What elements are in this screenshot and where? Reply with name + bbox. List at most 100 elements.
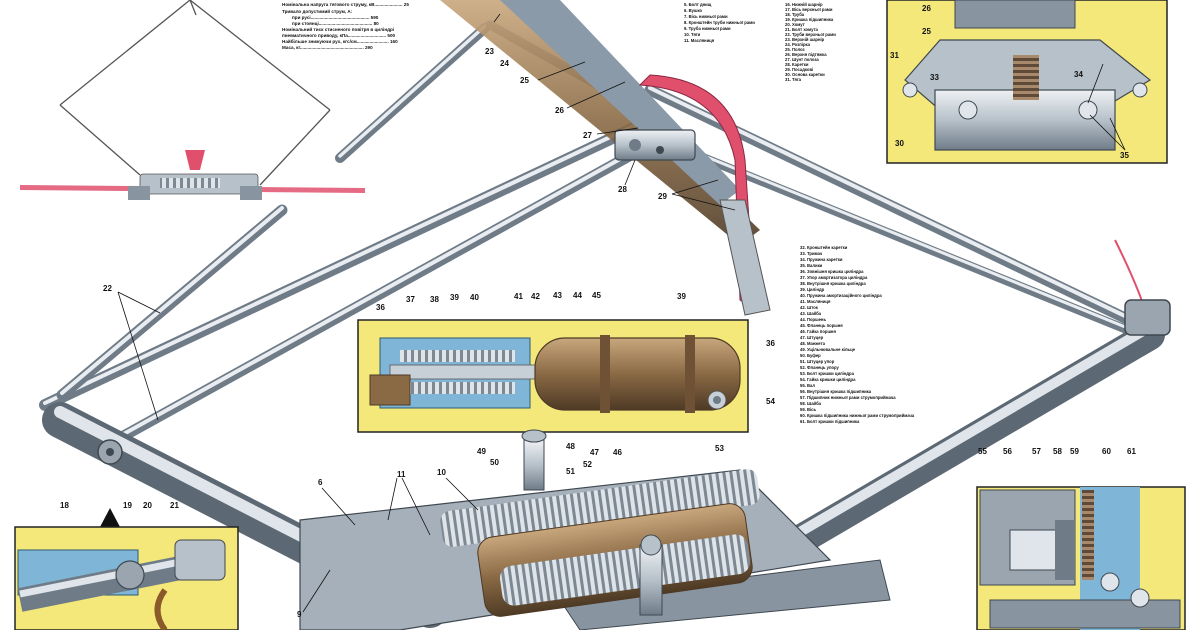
callout-21: 21 xyxy=(170,501,179,510)
callout-56: 56 xyxy=(1003,447,1012,456)
legend-item: 39. Циліндр xyxy=(800,287,825,292)
legend-item: 35. Валики xyxy=(800,263,823,268)
legend-parts-32-61: 32. Кронштейн каретки 33. Тримач 34. Пру… xyxy=(800,245,915,424)
spec-line: при стоянці.............................… xyxy=(292,21,379,26)
callout-20: 20 xyxy=(143,501,152,510)
legend-item: 5. Болт днищ xyxy=(684,2,712,7)
callout-44: 44 xyxy=(573,291,582,300)
callout-43: 43 xyxy=(553,291,562,300)
spec-line: Маса, кг................................… xyxy=(282,45,373,50)
callout-53: 53 xyxy=(715,444,724,453)
legend-item: 24. Розпірка xyxy=(785,42,811,47)
legend-item: 28. Каретки xyxy=(785,62,809,67)
callout-57: 57 xyxy=(1032,447,1041,456)
legend-item: 44. Поршень xyxy=(800,317,826,322)
callout-37: 37 xyxy=(406,295,415,304)
legend-item: 56. Внутрішня кришка підшипника xyxy=(800,389,872,394)
legend-item: 11. Масляниця xyxy=(684,38,715,43)
legend-item: 7. Вісь нижньої рами xyxy=(684,14,728,19)
callout-49: 49 xyxy=(477,447,486,456)
callout-28: 28 xyxy=(618,185,627,194)
spec-line: Номінальна напруга тягового струму, кВ..… xyxy=(282,2,409,7)
callout-33: 33 xyxy=(930,73,939,82)
legend-item: 38. Внутрішня кришка циліндра xyxy=(800,281,866,286)
legend-item: 52. Фланець упору xyxy=(800,365,840,370)
carriage-polos xyxy=(440,0,771,316)
callout-22: 22 xyxy=(103,284,112,293)
legend-item: 57. Підшипник нижньої рами струмоприймач… xyxy=(800,395,896,400)
legend-item: 40. Пружина амортизаційного циліндра xyxy=(800,293,882,298)
legend-item: 51. Штуцер упор xyxy=(800,359,835,364)
legend-item: 32. Кронштейн каретки xyxy=(800,245,848,250)
legend-item: 54. Гайка кришки циліндра xyxy=(800,377,856,382)
spec-line: Найбільше знижуючи рух, кгс/см..........… xyxy=(282,38,398,44)
callout-41: 41 xyxy=(514,292,523,301)
legend-item: 60. Кришка підшипника нижньої рами струм… xyxy=(800,413,915,418)
callout-19: 19 xyxy=(123,501,132,510)
spec-line: Номінальний тиск стисненого повітря в ци… xyxy=(282,26,394,32)
legend-item: 9. Труба нижньої рами xyxy=(684,26,731,31)
legend-item: 22. Труби верхньої рами xyxy=(785,32,836,37)
legend-item: 18. Труба xyxy=(785,12,805,17)
legend-item: 59. Вісь xyxy=(800,407,817,412)
callout-45: 45 xyxy=(592,291,601,300)
callout-24: 24 xyxy=(500,59,509,68)
callout-34: 34 xyxy=(1074,70,1083,79)
legend-item: 55. Вал xyxy=(800,383,815,388)
callout-58: 58 xyxy=(1053,447,1062,456)
legend-item: 46. Гайка поршня xyxy=(800,329,836,334)
legend-item: 34. Пружина каретки xyxy=(800,257,843,262)
callout-55: 55 xyxy=(978,447,987,456)
carriage-inset xyxy=(886,0,1168,164)
callout-35: 35 xyxy=(1120,151,1129,160)
legend-item: 26. Верхня підтяжка xyxy=(785,52,827,57)
callout-51: 51 xyxy=(566,467,575,476)
legend-item: 37. Упор амортизатора циліндра xyxy=(800,275,868,280)
callout-42: 42 xyxy=(531,292,540,301)
legend-item: 47. Штуцер xyxy=(800,335,824,340)
callout-26: 26 xyxy=(555,106,564,115)
callout-10: 10 xyxy=(437,468,446,477)
legend-item: 20. Хомут xyxy=(785,22,805,27)
callout-6: 6 xyxy=(318,478,323,487)
support-insulator xyxy=(521,429,547,491)
callout-36b: 36 xyxy=(766,339,775,348)
callout-54: 54 xyxy=(766,397,775,406)
legend-item: 16. Нижній шарнір xyxy=(785,2,823,7)
callout-52: 52 xyxy=(583,460,592,469)
legend-item: 8. Кронштейн труби нижньої рами xyxy=(684,20,755,25)
callout-40: 40 xyxy=(470,293,479,302)
legend-parts-16-31: 16. Нижній шарнір 17. Вісь верхньої рами… xyxy=(785,2,836,82)
legend-item: 61. Болт кришки підшипника xyxy=(800,419,860,424)
callout-61: 61 xyxy=(1127,447,1136,456)
callout-46: 46 xyxy=(613,448,622,457)
legend-item: 19. Кришка підшипника xyxy=(785,17,834,22)
leader-lines xyxy=(117,13,1126,613)
callout-27: 27 xyxy=(583,131,592,140)
legend-item: 21. Болт хомута xyxy=(785,27,819,32)
legend-item: 49. Ущільнювальне кільце xyxy=(800,347,856,352)
legend-item: 45. Фланець поршня xyxy=(800,323,843,328)
hinge-inset xyxy=(14,508,239,630)
spec-table: Номінальна напруга тягового струму, кВ..… xyxy=(282,2,409,50)
cylinder-inset xyxy=(357,319,749,433)
callout-25: 25 xyxy=(520,76,529,85)
callout-25b: 25 xyxy=(922,27,931,36)
legend-item: 27. Шунт полоза xyxy=(785,57,819,62)
legend-item: 43. Шайба xyxy=(800,311,822,316)
callout-9: 9 xyxy=(297,610,302,619)
legend-item: 25. Полоз xyxy=(785,47,805,52)
callout-31: 31 xyxy=(890,51,899,60)
legend-item: 6. Вушко xyxy=(684,8,703,13)
spec-line: при русі................................… xyxy=(292,15,379,20)
spec-line: Тривало допустимий струм, А: xyxy=(282,8,353,14)
callout-39: 39 xyxy=(450,293,459,302)
callout-50: 50 xyxy=(490,458,499,467)
legend-item: 48. Манжета xyxy=(800,341,826,346)
callout-39b: 39 xyxy=(677,292,686,301)
thumbnail-pantograph xyxy=(20,0,365,200)
callout-26b: 26 xyxy=(922,4,931,13)
callout-18: 18 xyxy=(60,501,69,510)
callout-36: 36 xyxy=(376,303,385,312)
